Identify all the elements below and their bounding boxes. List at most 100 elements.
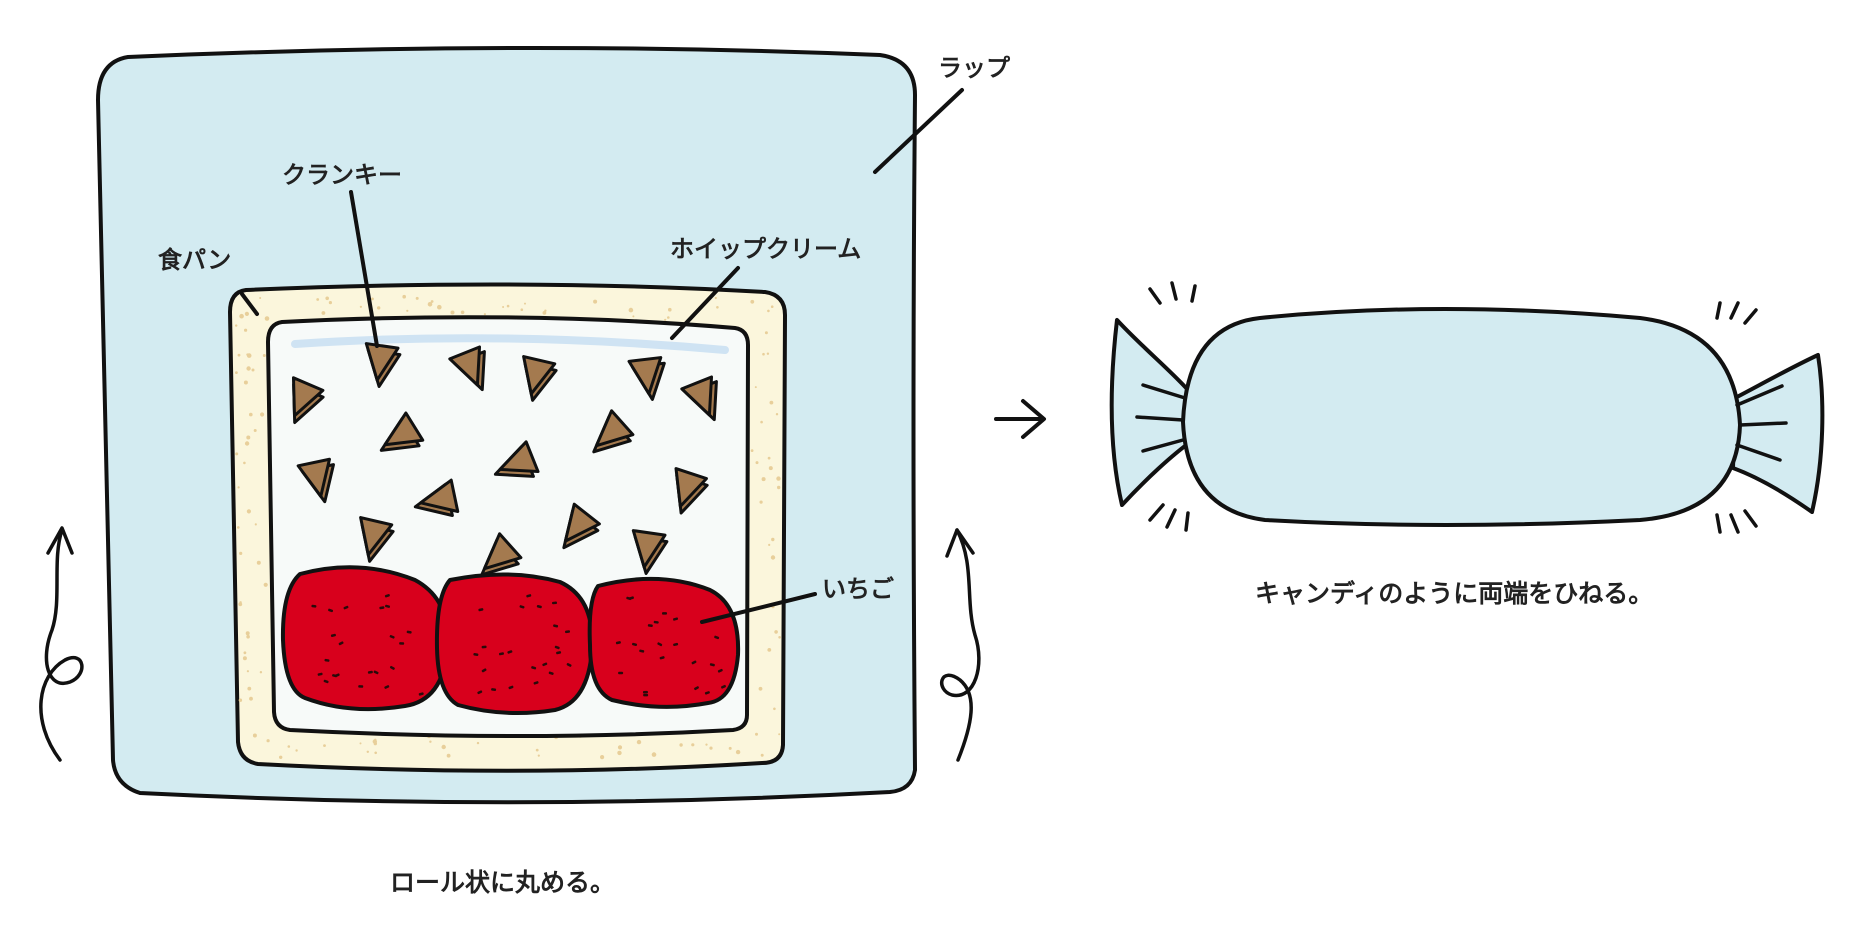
bread-crumb-dot — [768, 466, 773, 471]
bread-crumb-dot — [651, 752, 657, 757]
bread-crumb-dot — [483, 313, 486, 316]
bread-crumb-dot — [266, 739, 270, 743]
bread-crumb-dot — [374, 751, 378, 755]
bread-crumb-dot — [506, 304, 510, 308]
curled-up-arrow-icon — [940, 528, 981, 762]
bread-crumb-dot — [776, 476, 781, 481]
crunchy-piece — [480, 532, 523, 577]
crunchy-leader-line — [349, 190, 379, 348]
bread-crumb-dot — [246, 353, 249, 356]
bread-crumb-dot — [237, 486, 240, 489]
bread-crumb-dot — [249, 696, 253, 701]
bread-crumb-dot — [295, 749, 298, 752]
bread-crumb-dot — [249, 412, 253, 417]
bread-crumb-dot — [262, 354, 266, 357]
bread-crumb-dot — [238, 602, 243, 607]
bread-crumb-dot — [237, 526, 240, 529]
bread-crumb-dot — [754, 386, 757, 389]
bread-crumb-dot — [446, 753, 451, 758]
bread-crumb-dot — [371, 297, 374, 301]
crunchy-piece — [359, 516, 395, 563]
bread-crumb-dot — [430, 300, 434, 303]
bread-crumb-dot — [328, 301, 332, 305]
bread-crumb-dot — [761, 477, 766, 482]
bread-crumb-dot — [259, 671, 263, 674]
candy-left-end — [1109, 318, 1195, 507]
bread-crumb-dot — [246, 634, 250, 639]
bread-crumb-dot — [316, 298, 320, 301]
bread-crumb-dot — [244, 441, 250, 446]
bread-crumb-dot — [254, 523, 257, 526]
strawberry — [280, 565, 450, 712]
bread-label: 食パン — [158, 246, 232, 274]
bread-crumb-dot — [755, 461, 759, 465]
bread-crumb-dot — [256, 560, 261, 565]
bread-crumb-dot — [242, 656, 247, 661]
bread-crumb-dot — [755, 732, 758, 736]
bread-crumb-dot — [244, 328, 248, 332]
bread-crumb-dot — [415, 296, 419, 300]
bread-crumb-dot — [777, 485, 781, 490]
bread-crumb-dot — [524, 302, 526, 305]
bread-crumb-dot — [728, 746, 732, 750]
right-arrow-icon — [994, 399, 1046, 439]
bread-crumb-dot — [767, 456, 771, 460]
crunchy-piece — [680, 375, 718, 422]
bread-crumb-dot — [406, 309, 409, 312]
bread-crumb-dot — [246, 435, 251, 440]
bread-crumb-dot — [245, 631, 250, 636]
whipped-cream-label: ホイップクリーム — [670, 235, 862, 263]
bread-crumb-dot — [667, 316, 670, 319]
bread-crumb-dot — [617, 745, 623, 750]
bread-crumb-dot — [325, 296, 330, 301]
bread-crumb-dot — [773, 707, 776, 711]
bread-crumb-dot — [359, 742, 362, 745]
bread-crumb-dot — [235, 371, 238, 374]
bread-crumb-dot — [450, 310, 455, 315]
step1-caption: ロール状に丸める。 — [390, 868, 616, 897]
bread-crumb-dot — [537, 754, 540, 757]
bread-crumb-dot — [246, 670, 249, 673]
bread-crumb-dot — [259, 297, 262, 299]
twist-motion-marks — [1148, 281, 1758, 534]
bread-crumb-dot — [279, 755, 283, 759]
crunchy-piece — [364, 342, 402, 388]
bread-crumb-dot — [535, 748, 539, 752]
bread-crumb-dot — [243, 461, 246, 465]
bread-crumb-dot — [374, 738, 377, 741]
bread-crumb-dot — [709, 746, 713, 750]
bread-crumb-dot — [760, 753, 764, 757]
bread-crumb-dot — [441, 744, 446, 750]
strawberry — [434, 572, 595, 716]
bread-crumb-dot — [252, 733, 257, 738]
bread-crumb-dot — [770, 305, 774, 309]
bread-crumb-dot — [762, 352, 765, 356]
bread-crumb-dot — [264, 316, 270, 321]
crunchy-piece — [493, 440, 540, 478]
bread-crumb-dot — [750, 299, 755, 304]
bread-crumb-dot — [668, 307, 672, 312]
bread-crumb-dot — [767, 648, 772, 652]
bread-crumb-dot — [764, 331, 768, 335]
bread-crumb-dot — [323, 744, 326, 747]
bread-crumb-dot — [287, 745, 291, 748]
bread-crumb-dot — [247, 686, 252, 691]
step2-caption: キャンディのように両端をひねる。 — [1255, 579, 1654, 608]
bread-crumb-dot — [244, 311, 249, 316]
crunchy-piece — [448, 345, 486, 392]
bread-crumb-dot — [243, 651, 247, 655]
bread-crumb-dot — [774, 630, 778, 634]
bread-crumb-dot — [705, 743, 708, 746]
bread-crumb-dot — [253, 429, 257, 432]
cream-leader-line — [670, 266, 740, 340]
bread-crumb-dot — [632, 315, 635, 318]
bread-crumb-dot — [735, 749, 741, 755]
crunchy-piece — [592, 409, 635, 454]
bread-crumb-dot — [716, 306, 719, 309]
crunchy-piece — [413, 478, 460, 517]
bread-crumb-dot — [766, 352, 770, 355]
bread-crumb-dot — [714, 296, 717, 300]
bread-crumb-dot — [476, 741, 480, 745]
bread-crumb-dot — [429, 740, 432, 743]
